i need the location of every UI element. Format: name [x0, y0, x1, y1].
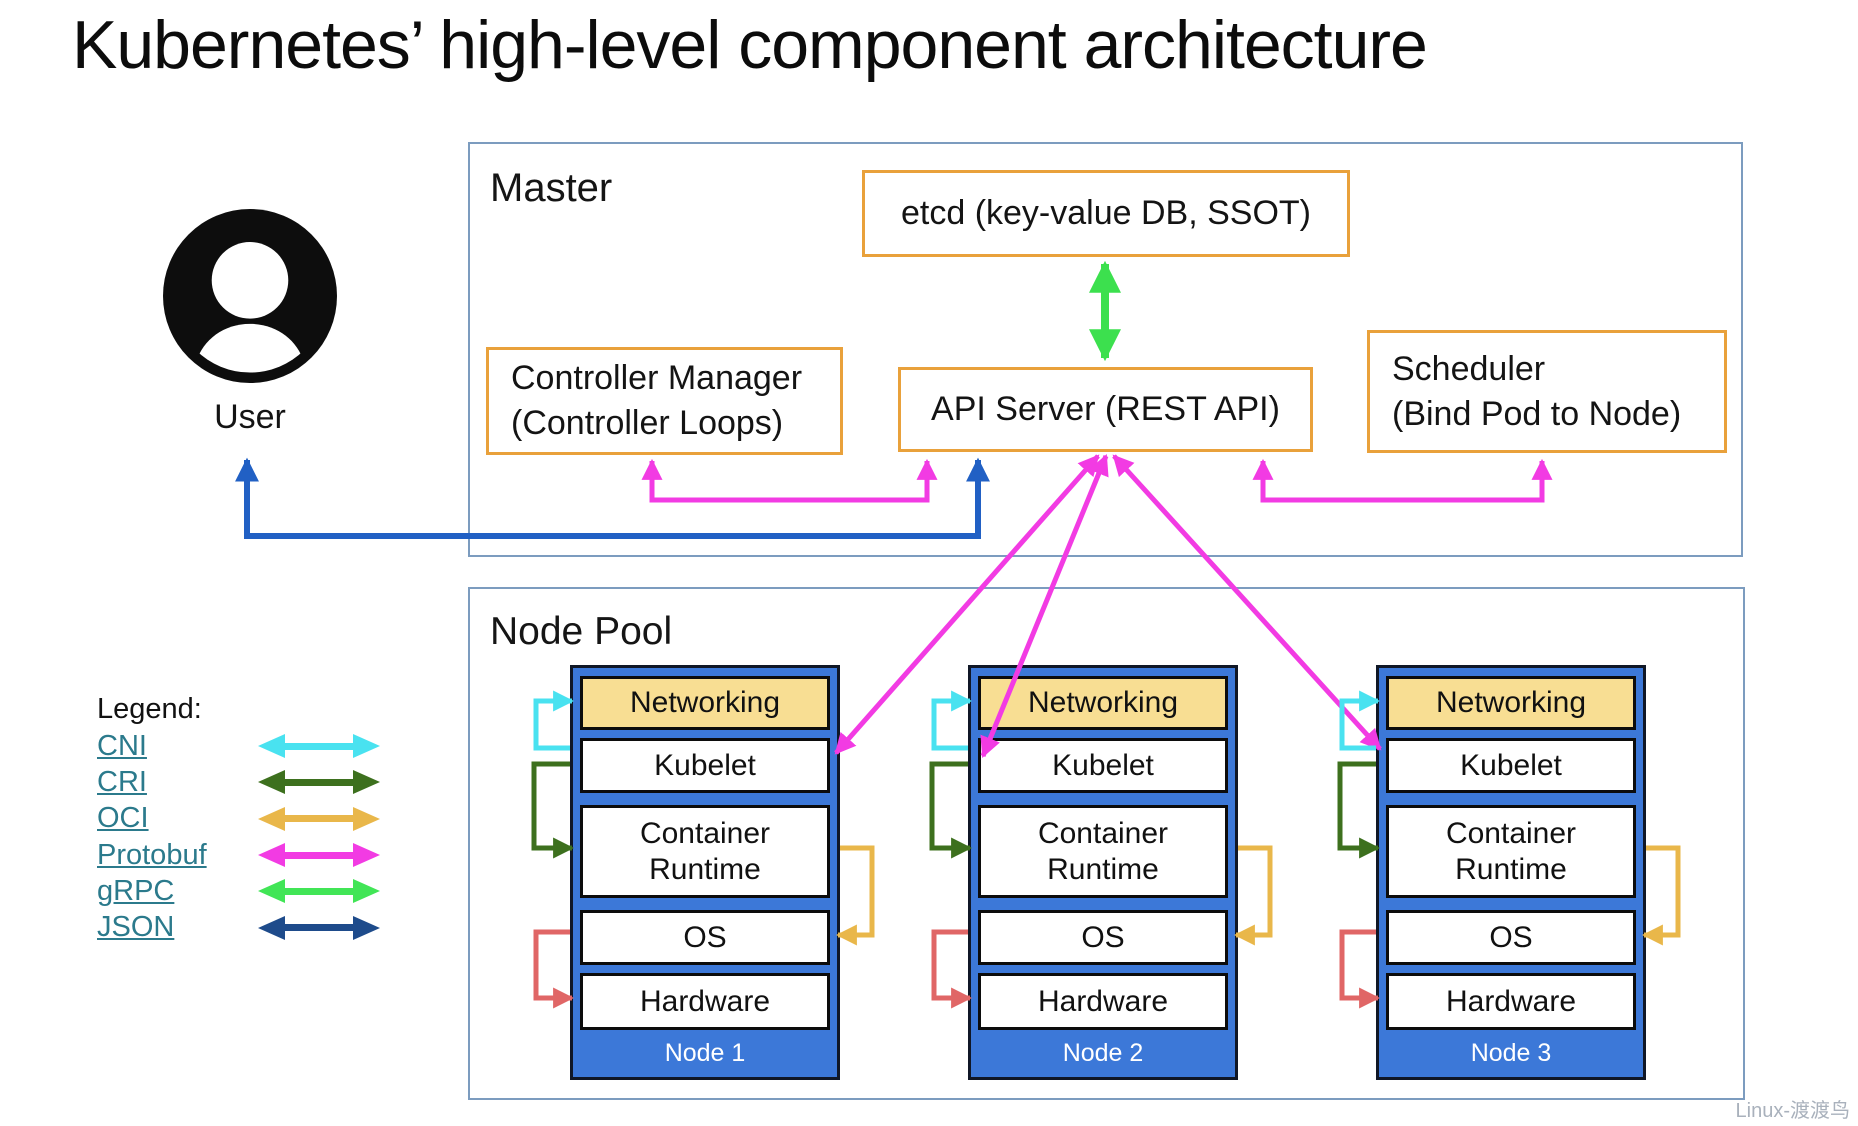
legend-link-cri[interactable]: CRI	[97, 765, 147, 798]
node-1-container-runtime-box: Container Runtime	[580, 805, 830, 898]
user-avatar-icon	[163, 209, 337, 383]
legend-row-cri: CRI	[97, 764, 397, 800]
api-server-box: API Server (REST API)	[898, 367, 1313, 452]
api-server-label: API Server (REST API)	[931, 390, 1280, 428]
cni-arrow-icon	[258, 734, 380, 759]
node-1-os-box: OS	[580, 910, 830, 965]
legend-row-grpc: gRPC	[97, 873, 397, 909]
cri-arrow-icon	[258, 770, 380, 795]
node-2-hardware-box: Hardware	[978, 973, 1228, 1030]
etcd-label: etcd (key-value DB, SSOT)	[900, 194, 1311, 232]
legend-link-protobuf[interactable]: Protobuf	[97, 838, 207, 871]
scheduler-label: Scheduler	[1392, 349, 1546, 388]
node-1: Networking Kubelet Container Runtime OS …	[570, 665, 840, 1080]
node-3-container-runtime-box: Container Runtime	[1386, 805, 1636, 898]
legend-row-json: JSON	[97, 909, 397, 945]
scheduler-box: Scheduler (Bind Pod to Node)	[1367, 330, 1727, 453]
node-2-networking-box: Networking	[978, 676, 1228, 730]
controller-manager-box: Controller Manager (Controller Loops)	[486, 347, 843, 455]
legend-row-protobuf: Protobuf	[97, 837, 397, 873]
page-title: Kubernetes’ high-level component archite…	[72, 7, 1428, 83]
node-3-kubelet-box: Kubelet	[1386, 738, 1636, 793]
legend-link-oci[interactable]: OCI	[97, 802, 149, 835]
node-2-kubelet-box: Kubelet	[978, 738, 1228, 793]
scheduler-sublabel: (Bind Pod to Node)	[1392, 394, 1682, 433]
legend-row-oci: OCI	[97, 801, 397, 837]
json-arrow-icon	[258, 915, 380, 940]
master-label: Master	[490, 166, 613, 210]
legend: Legend: CNI CRI OCI Protobuf gRPC	[97, 690, 397, 946]
node-2-os-box: OS	[978, 910, 1228, 965]
oci-arrow-icon	[258, 806, 380, 831]
node-pool-label: Node Pool	[490, 610, 673, 653]
controller-manager-sublabel: (Controller Loops)	[511, 404, 784, 442]
legend-row-cni: CNI	[97, 728, 397, 764]
legend-link-cni[interactable]: CNI	[97, 729, 147, 762]
node-1-kubelet-box: Kubelet	[580, 738, 830, 793]
legend-link-json[interactable]: JSON	[97, 911, 175, 944]
legend-link-grpc[interactable]: gRPC	[97, 874, 175, 907]
node-3-label: Node 3	[1470, 1039, 1552, 1067]
node-3: Networking Kubelet Container Runtime OS …	[1376, 665, 1646, 1080]
node-1-networking-box: Networking	[580, 676, 830, 730]
node-3-networking-box: Networking	[1386, 676, 1636, 730]
node-2-label: Node 2	[1062, 1039, 1144, 1067]
protobuf-arrow-icon	[258, 843, 380, 868]
node-1-label: Node 1	[664, 1039, 746, 1067]
node-2: Networking Kubelet Container Runtime OS …	[968, 665, 1238, 1080]
watermark: Linux-渡渡鸟	[1735, 1100, 1850, 1122]
node-2-container-runtime-box: Container Runtime	[978, 805, 1228, 898]
etcd-box: etcd (key-value DB, SSOT)	[862, 170, 1350, 257]
controller-manager-label: Controller Manager	[511, 359, 803, 398]
node-3-hardware-box: Hardware	[1386, 973, 1636, 1030]
node-1-hardware-box: Hardware	[580, 973, 830, 1030]
node-3-os-box: OS	[1386, 910, 1636, 965]
grpc-arrow-icon	[258, 879, 380, 904]
user-label: User	[214, 398, 286, 436]
legend-title: Legend:	[97, 692, 202, 725]
